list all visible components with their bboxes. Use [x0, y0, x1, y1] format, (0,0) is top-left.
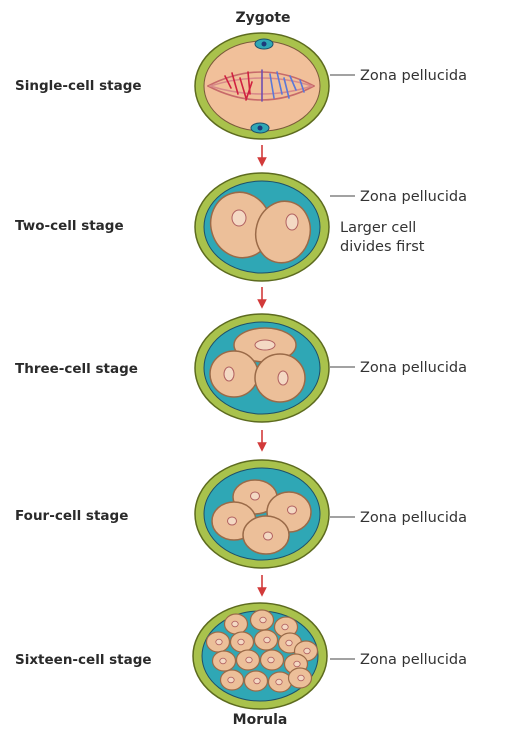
- blastomere-nucleus: [260, 617, 266, 623]
- two-cell-embryo: [195, 173, 329, 281]
- stage-name-three-cell: Three-cell stage: [15, 361, 138, 377]
- blastomere-nucleus: [264, 637, 270, 643]
- blastomere-nucleus: [232, 621, 238, 627]
- zygote-caption: Zygote: [235, 10, 290, 26]
- blastomere-nucleus: [246, 657, 252, 663]
- blastomere-nucleus: [268, 657, 274, 663]
- blastomere-nucleus: [228, 677, 234, 683]
- single-cell-embryo: [195, 33, 329, 139]
- four-cell-embryo: [195, 460, 329, 568]
- blastomere-nucleus: [286, 640, 292, 646]
- morula-caption: Morula: [233, 712, 288, 728]
- note-larger-cell: Larger cell: [340, 220, 416, 236]
- three-cell-embryo: [195, 314, 329, 422]
- blastomere-nucleus: [276, 679, 282, 685]
- sixteen-cell-embryo: [193, 603, 327, 709]
- blastomere-nucleus: [304, 648, 310, 654]
- blastomere-nucleus: [216, 639, 222, 645]
- blastomere-nucleus: [238, 639, 244, 645]
- zona-label-2: Zona pellucida: [360, 189, 467, 205]
- zona-label-5: Zona pellucida: [360, 652, 467, 668]
- zona-label-4: Zona pellucida: [360, 510, 467, 526]
- stage-name-four-cell: Four-cell stage: [15, 508, 128, 524]
- note-divides-first: divides first: [340, 239, 425, 255]
- zona-label-3: Zona pellucida: [360, 360, 467, 376]
- blastomere-nucleus: [298, 675, 304, 681]
- stage-name-two-cell: Two-cell stage: [15, 218, 124, 234]
- blastomere-nucleus: [254, 678, 260, 684]
- blastomere-nucleus: [220, 658, 226, 664]
- stage-name-sixteen-cell: Sixteen-cell stage: [15, 652, 152, 668]
- blastomere-nucleus: [282, 624, 288, 630]
- stage-name-single-cell: Single-cell stage: [15, 78, 142, 94]
- zona-label-1: Zona pellucida: [360, 68, 467, 84]
- blastomere-nucleus: [294, 661, 300, 667]
